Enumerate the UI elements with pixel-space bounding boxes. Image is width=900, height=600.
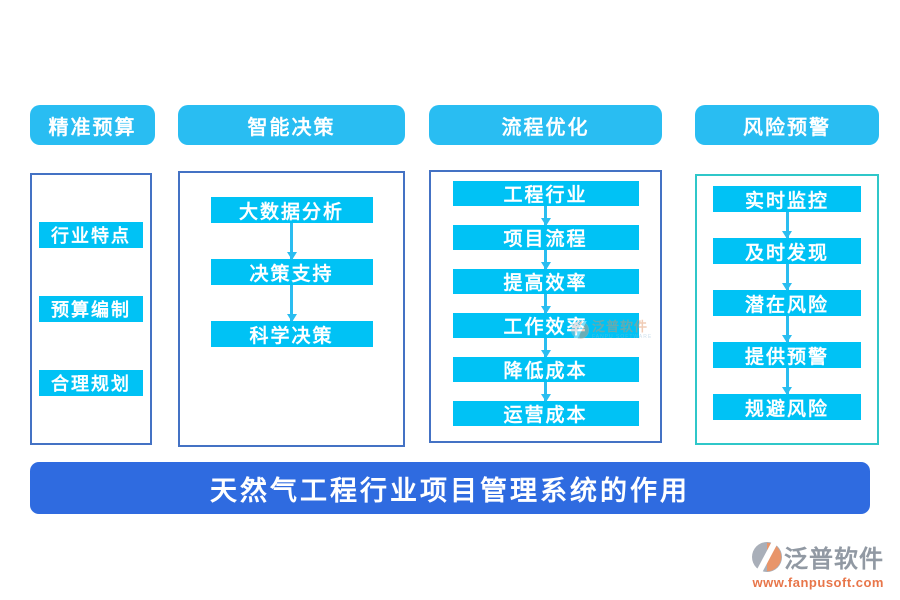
column-header-risk: 风险预警 — [695, 105, 879, 145]
flow-item: 预算编制 — [39, 296, 143, 322]
flow-item: 规避风险 — [713, 394, 861, 420]
flow-item: 决策支持 — [210, 259, 373, 285]
page-title-banner: 天然气工程行业项目管理系统的作用 — [30, 462, 870, 514]
column-header-decision: 智能决策 — [178, 105, 405, 145]
logo-name: 泛普软件 — [784, 546, 884, 573]
fanpu-logo-icon — [752, 541, 782, 572]
column-process: 流程优化 泛普软件 FANPU SOFTWARE 工程行业项目流程提高效率工作效… — [429, 105, 662, 443]
down-arrow-icon — [544, 206, 547, 225]
fanpu-logo: 泛普软件 www.fanpusoft.com — [752, 539, 884, 590]
flow-item: 合理规划 — [39, 370, 143, 396]
flow-item: 科学决策 — [210, 321, 373, 347]
down-arrow-icon — [785, 264, 789, 290]
flow-item: 及时发现 — [713, 238, 861, 264]
flow-item: 大数据分析 — [210, 197, 373, 223]
column-budget: 精准预算 行业特点预算编制合理规划 — [30, 105, 155, 445]
column-box-process: 泛普软件 FANPU SOFTWARE 工程行业项目流程提高效率工作效率降低成本… — [429, 170, 662, 443]
down-arrow-icon — [544, 294, 547, 313]
column-decision: 智能决策 大数据分析决策支持科学决策 — [178, 105, 405, 447]
down-arrow-icon — [785, 316, 789, 342]
down-arrow-icon — [290, 285, 293, 321]
flow-item: 行业特点 — [39, 222, 143, 248]
down-arrow-icon — [785, 212, 789, 238]
flow-item: 项目流程 — [452, 225, 639, 250]
flow-item: 降低成本 — [452, 357, 639, 382]
flow-item: 提供预警 — [713, 342, 861, 368]
logo-url: www.fanpusoft.com — [752, 575, 884, 590]
column-header-budget: 精准预算 — [30, 105, 155, 145]
flow-item: 运营成本 — [452, 401, 639, 426]
down-arrow-icon — [544, 338, 547, 357]
column-header-process: 流程优化 — [429, 105, 662, 145]
column-box-decision: 大数据分析决策支持科学决策 — [178, 171, 405, 447]
flow-item: 工作效率 — [452, 313, 639, 338]
down-arrow-icon — [544, 250, 547, 269]
flow-item: 实时监控 — [713, 186, 861, 212]
down-arrow-icon — [544, 382, 547, 401]
down-arrow-icon — [785, 368, 789, 394]
column-box-risk: 实时监控及时发现潜在风险提供预警规避风险 — [695, 174, 879, 445]
column-box-budget: 行业特点预算编制合理规划 — [30, 173, 152, 445]
column-risk: 风险预警 实时监控及时发现潜在风险提供预警规避风险 — [695, 105, 879, 445]
down-arrow-icon — [290, 223, 293, 259]
flow-item: 潜在风险 — [713, 290, 861, 316]
flow-item: 提高效率 — [452, 269, 639, 294]
flow-item: 工程行业 — [452, 181, 639, 206]
